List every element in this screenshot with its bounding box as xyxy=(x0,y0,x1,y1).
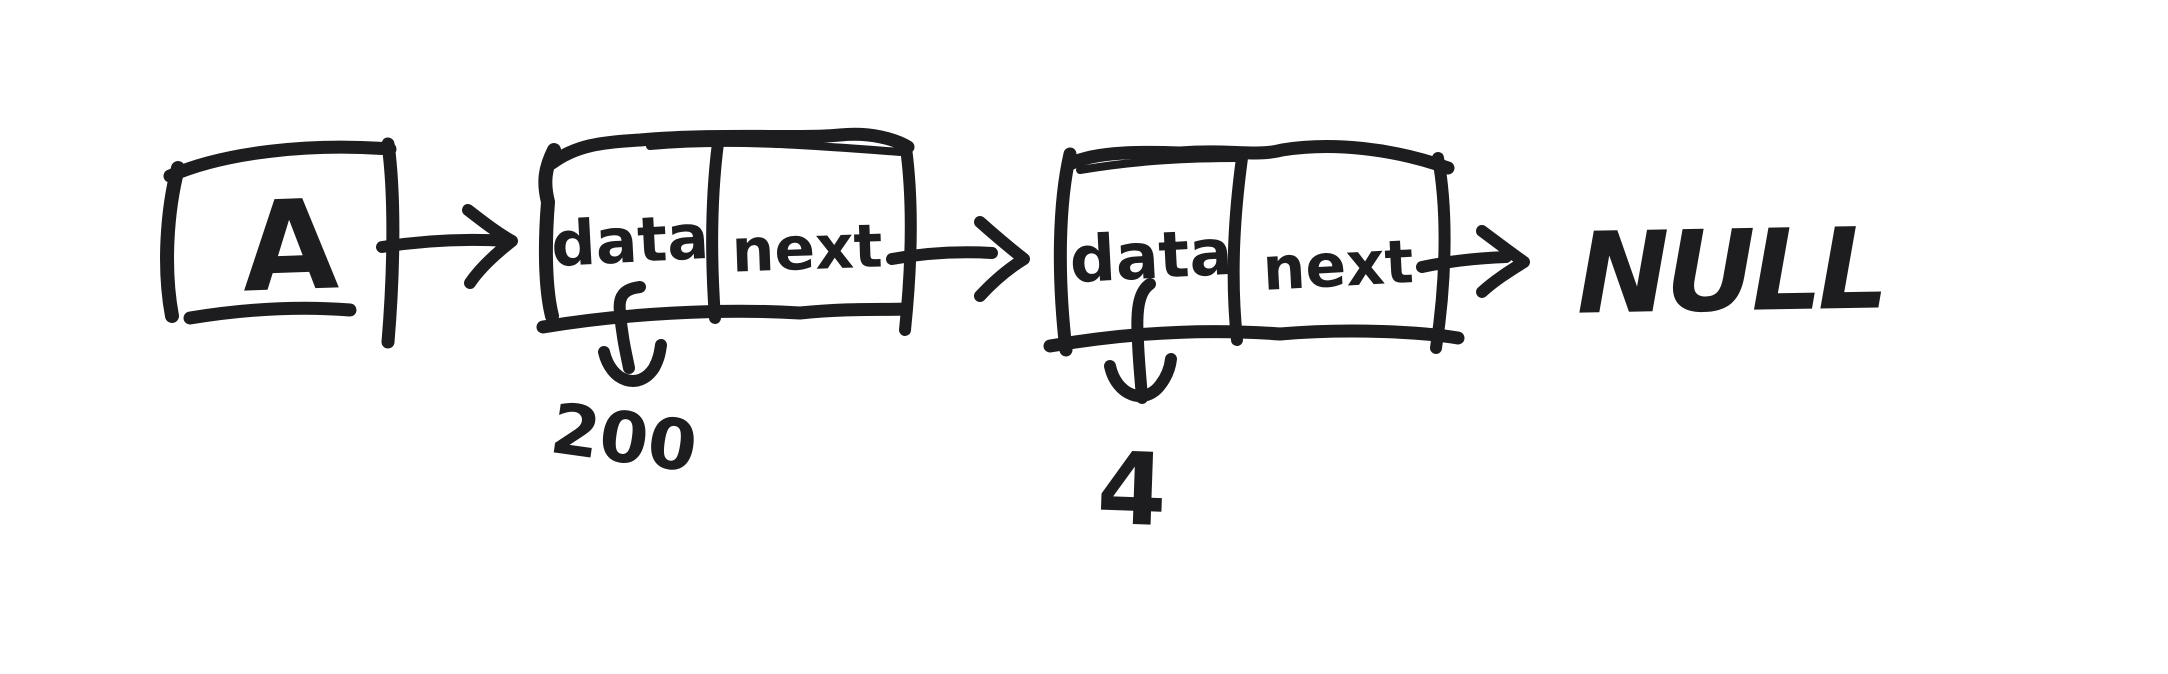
node2-data-field-label: data xyxy=(1067,215,1235,299)
node1-value-arrow xyxy=(598,281,667,387)
head-box-left-edge xyxy=(160,161,185,323)
node2-right-edge xyxy=(1430,152,1451,354)
head-box-bottom-edge xyxy=(183,301,357,325)
node2-value-arrowhead xyxy=(1104,353,1177,402)
node1-value-arrowhead xyxy=(598,339,667,387)
node2-top-edge xyxy=(1061,140,1455,175)
ink-strokes xyxy=(160,127,1530,404)
node1-value-arrow-stem xyxy=(613,281,646,374)
node2-bottom-edge xyxy=(1043,324,1465,353)
node1-to-node2-arrow xyxy=(886,216,1030,302)
head-to-node1-arrowhead xyxy=(462,204,518,289)
head-box-right-edge xyxy=(381,137,400,349)
node1-data-field-label: data xyxy=(549,199,711,282)
node1-box xyxy=(536,127,917,336)
node2-value-arrow-stem xyxy=(1131,278,1156,404)
node1-top-edge xyxy=(545,127,915,170)
node2-to-null-arrow-shaft xyxy=(1416,251,1512,273)
node2-cell-divider xyxy=(1227,152,1248,346)
head-to-node1-arrow xyxy=(376,204,518,289)
node2-to-null-arrowhead xyxy=(1476,225,1530,298)
node1-cell-divider xyxy=(706,137,724,324)
node1-to-node2-arrow-shaft xyxy=(886,246,998,265)
node2-box xyxy=(1043,140,1465,357)
node1-top-edge-overdraw xyxy=(646,138,904,156)
node1-bottom-edge xyxy=(536,302,912,334)
node2-top-edge-overdraw xyxy=(1076,154,1244,174)
head-to-node1-arrow-shaft xyxy=(376,233,514,253)
head-box-top-edge xyxy=(163,140,397,183)
node2-data-value: 4 xyxy=(1095,429,1169,550)
node1-to-node2-arrowhead xyxy=(974,216,1030,302)
node2-next-field-label: next xyxy=(1260,227,1416,305)
head-pointer-box xyxy=(160,137,400,349)
node1-data-value: 200 xyxy=(545,387,703,489)
head-pointer-label: A xyxy=(239,173,341,321)
node1-next-field-label: next xyxy=(730,211,884,287)
node1-left-edge xyxy=(538,143,561,323)
list-terminator-label: NULL xyxy=(1575,204,1885,340)
node2-left-edge xyxy=(1053,147,1077,357)
node2-value-arrow xyxy=(1104,278,1177,404)
node2-to-null-arrow xyxy=(1416,225,1530,298)
